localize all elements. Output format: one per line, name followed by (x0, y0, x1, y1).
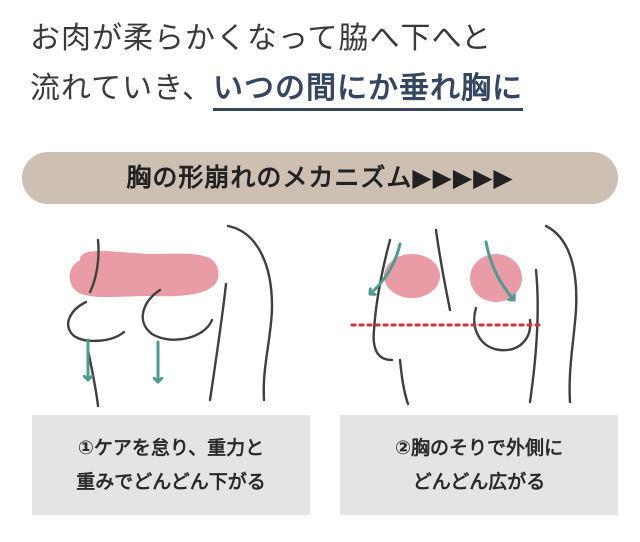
caption-right-line-2: どんどん広がる (412, 471, 546, 493)
headline-emphasis: いつの間にか垂れ胸に (213, 71, 523, 111)
caption-right: ②胸のそりで外側に どんどん広がる (340, 415, 618, 515)
mechanism-banner: 胸の形崩れのメカニズム▶▶▶▶▶ (22, 152, 618, 204)
right-breast-right (473, 306, 532, 352)
left-breast-right (141, 288, 214, 341)
headline-prefix: 流れていき、 (30, 71, 213, 106)
right-figure (350, 224, 578, 406)
left-breast-left (67, 300, 126, 343)
right-outward-arrow-right (484, 240, 514, 302)
right-arm (528, 268, 539, 404)
right-center-line (434, 228, 452, 312)
right-pink-right (470, 254, 522, 302)
right-pink-left (384, 254, 440, 298)
breast-shape-illustration (67, 224, 578, 408)
headline-line-2: 流れていき、いつの間にか垂れ胸に (30, 64, 630, 114)
left-arm (208, 282, 228, 402)
caption-left: ①ケアを怠り、重力と 重みでどんどん下がる (32, 415, 310, 515)
caption-left-line-2: 重みでどんどん下がる (76, 471, 266, 493)
right-torso-side (544, 224, 578, 404)
caption-right-line-1: ②胸のそりで外側に (394, 437, 564, 459)
right-body-left-outline (372, 238, 394, 362)
left-torso-side (226, 224, 274, 402)
right-waist (398, 358, 410, 406)
headline-line-1: お肉が柔らかくなって脇へ下へと (30, 21, 492, 56)
headline: お肉が柔らかくなって脇へ下へと 流れていき、いつの間にか垂れ胸に (30, 14, 630, 114)
caption-left-line-1: ①ケアを怠り、重力と (77, 437, 265, 459)
left-pink-band (69, 251, 219, 298)
right-outward-arrow-left (368, 242, 402, 294)
left-body-left-outline (88, 238, 100, 294)
left-figure (67, 224, 274, 408)
